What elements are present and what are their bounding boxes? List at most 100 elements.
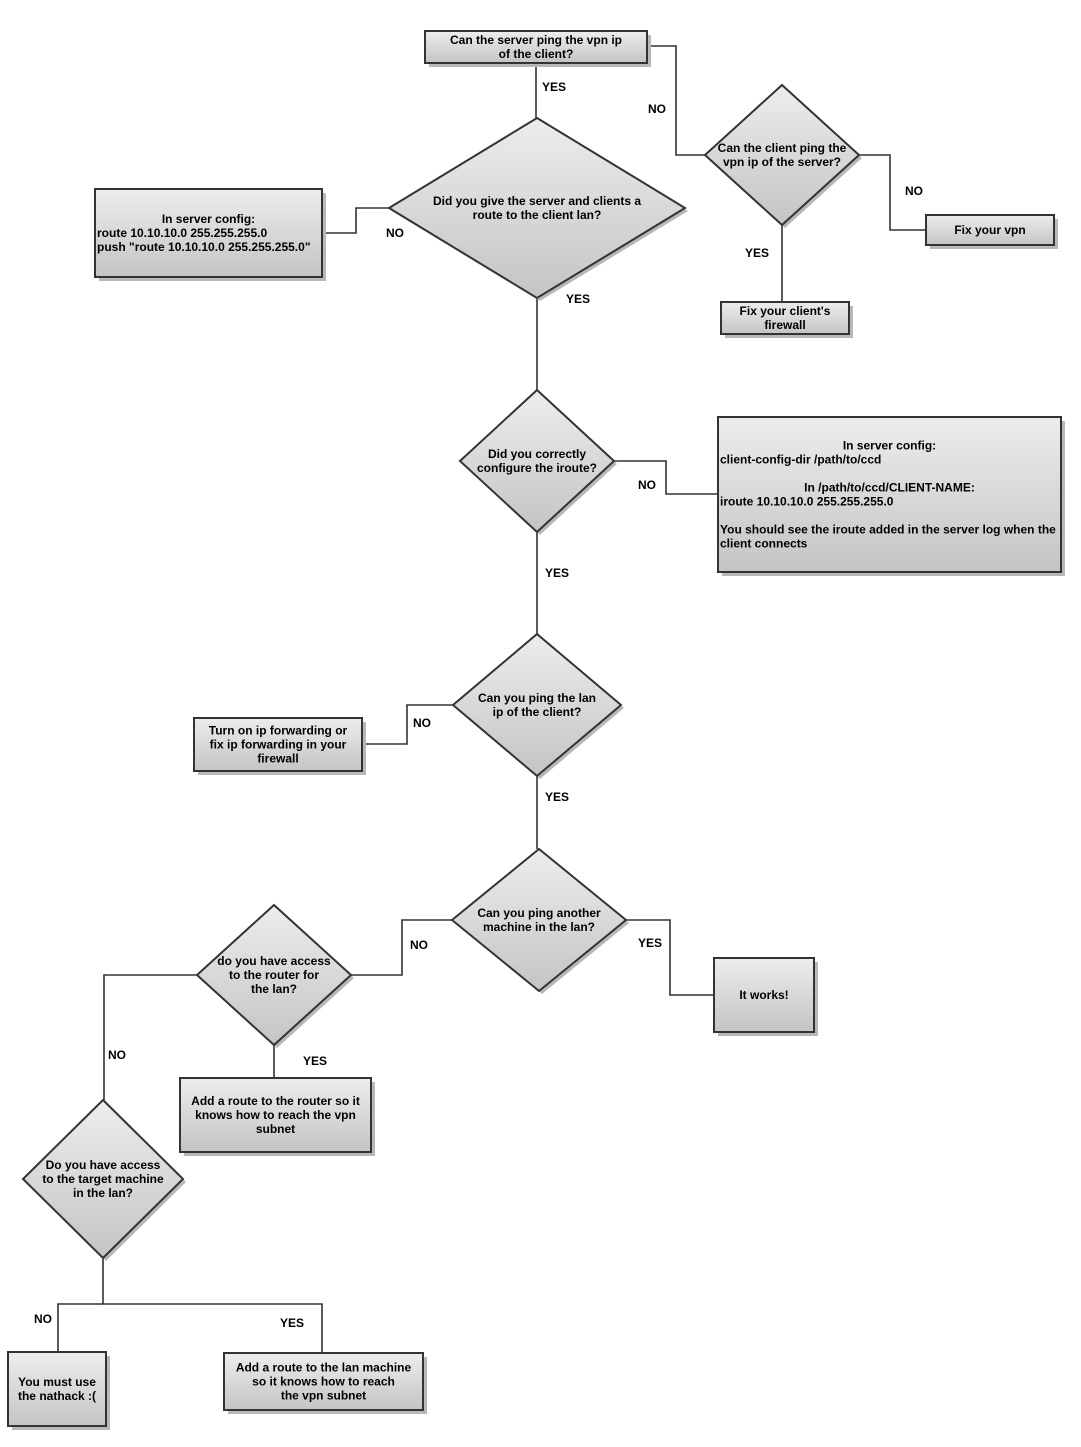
- node-text-line: Can you ping the lan: [478, 691, 596, 705]
- node-text-line: in the lan?: [73, 1186, 133, 1200]
- process-box: [925, 214, 1055, 246]
- node-text-line: Did you give the server and clients a: [433, 194, 641, 208]
- connector-line: [614, 460, 718, 495]
- node-text-line: the lan?: [251, 982, 297, 996]
- edge-label-yes: YES: [745, 246, 769, 260]
- node-text-line: client-config-dir /path/to/ccd: [720, 453, 881, 467]
- process-box: [179, 1077, 372, 1153]
- node-text-line: push "route 10.10.10.0 255.255.255.0": [97, 240, 311, 254]
- edge-label-no: NO: [108, 1048, 126, 1062]
- node-text-line: Can the server ping the vpn ip: [450, 33, 622, 47]
- connector-line: [626, 919, 714, 996]
- decision-diamond: [195, 903, 353, 1047]
- node-iroute-instructions: In server config:client-config-dir /path…: [717, 416, 1065, 576]
- decision-diamond: [458, 388, 616, 534]
- decision-diamond: [21, 1098, 185, 1260]
- edge-label-yes: YES: [545, 790, 569, 804]
- edge-label-yes: YES: [280, 1316, 304, 1330]
- node-text-line: Can you ping another: [477, 906, 601, 920]
- connector-line: [362, 704, 453, 745]
- node-it-works: It works!: [713, 957, 818, 1036]
- node-fix-your-vpn: Fix your vpn: [925, 214, 1058, 249]
- node-text-line: the nathack :(: [18, 1389, 96, 1403]
- edge-label-no: NO: [386, 226, 404, 240]
- connector-line: [103, 974, 197, 1100]
- node-text-line: firewall: [257, 752, 298, 766]
- decision-diamond: [450, 847, 628, 993]
- connectors: [57, 45, 926, 1353]
- node-text-line: Did you correctly: [488, 447, 586, 461]
- decision-diamond: [387, 116, 687, 300]
- node-text-line: firewall: [764, 318, 805, 332]
- connector-line: [57, 1258, 104, 1352]
- node-text-line: Can the client ping the: [718, 141, 847, 155]
- edge-label-no: NO: [34, 1312, 52, 1326]
- edge-label-no: NO: [905, 184, 923, 198]
- node-text-line: to the target machine: [42, 1172, 164, 1186]
- node-text-line: route 10.10.10.0 255.255.255.0: [97, 226, 267, 240]
- decision-diamond: [703, 83, 861, 227]
- process-box: [193, 717, 363, 772]
- edge-label-no: NO: [648, 102, 666, 116]
- node-text-line: configure the iroute?: [477, 461, 597, 475]
- process-box: [424, 30, 648, 64]
- node-text-line: Add a route to the router so it: [191, 1094, 360, 1108]
- node-text-line: iroute 10.10.10.0 255.255.255.0: [720, 495, 894, 509]
- node-route-to-client-lan: Did you give the server and clients arou…: [387, 116, 688, 301]
- decision-diamond: [451, 632, 623, 778]
- edge-label-no: NO: [410, 938, 428, 952]
- process-box: [717, 416, 1062, 573]
- edge-label-yes: YES: [638, 936, 662, 950]
- node-text-line: Turn on ip forwarding or: [209, 724, 348, 738]
- node-text-line: It works!: [739, 988, 788, 1002]
- node-text-line: In server config:: [162, 212, 255, 226]
- node-text-line: so it knows how to reach: [252, 1375, 395, 1389]
- connector-line: [351, 919, 452, 976]
- node-text-line: machine in the lan?: [483, 920, 595, 934]
- edge-label-yes: YES: [542, 80, 566, 94]
- node-text-line: In /path/to/ccd/CLIENT-NAME:: [804, 481, 975, 495]
- node-text-line: You should see the iroute added in the s…: [720, 523, 1056, 537]
- edge-label-yes: YES: [303, 1054, 327, 1068]
- node-text-line: subnet: [256, 1122, 295, 1136]
- node-text-line: vpn ip of the server?: [723, 155, 841, 169]
- process-box: [223, 1352, 424, 1411]
- connector-line: [103, 1303, 323, 1353]
- node-text-line: do you have access: [217, 954, 331, 968]
- node-text-line: Add a route to the lan machine: [236, 1361, 412, 1375]
- node-text-line: Fix your vpn: [954, 223, 1025, 237]
- node-text-line: of the client?: [499, 47, 574, 61]
- node-text-line: You must use: [18, 1375, 96, 1389]
- edge-label-no: NO: [413, 716, 431, 730]
- process-box: [713, 957, 815, 1033]
- node-text-line: knows how to reach the vpn: [195, 1108, 356, 1122]
- node-text-line: ip of the client?: [493, 705, 582, 719]
- node-text-line: Do you have access: [46, 1158, 161, 1172]
- process-box: [720, 301, 850, 335]
- edge-label-no: NO: [638, 478, 656, 492]
- node-text-line: the vpn subnet: [281, 1389, 366, 1403]
- connector-line: [859, 154, 926, 231]
- node-text-line: Fix your client's: [740, 304, 831, 318]
- edge-label-yes: YES: [566, 292, 590, 306]
- node-text-line: In server config:: [843, 439, 936, 453]
- node-text-line: to the router for: [229, 968, 319, 982]
- node-text-line: client connects: [720, 537, 808, 551]
- node-server-config-route: In server config:route 10.10.10.0 255.25…: [94, 188, 326, 281]
- node-text-line: route to the client lan?: [473, 208, 602, 222]
- node-text-line: fix ip forwarding in your: [210, 738, 347, 752]
